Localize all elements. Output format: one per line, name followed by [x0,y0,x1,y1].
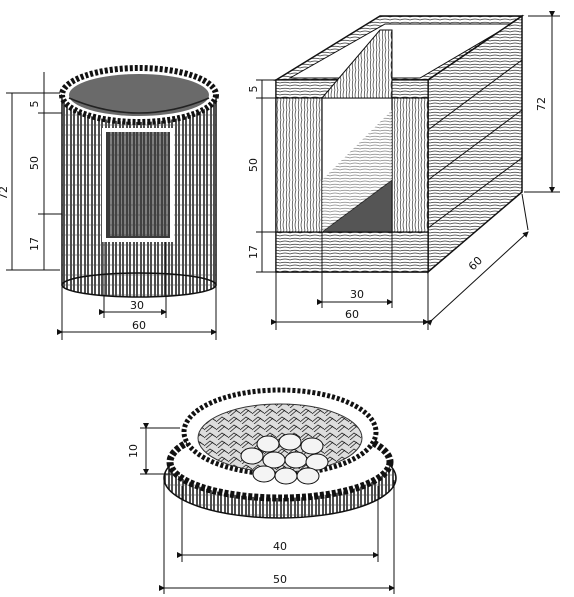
basket-opening-width-label: 30 [130,299,144,312]
box-middle-height-label: 50 [247,158,260,172]
basket-total-height-label: 72 [0,186,10,200]
wooden-box-drawing [273,14,525,274]
basket-width-label: 60 [132,319,146,332]
eggs [240,433,329,485]
nest-inner-diameter-label: 40 [273,540,287,553]
box-top-height-label: 5 [247,86,260,93]
wicker-basket-drawing [59,65,219,298]
box-total-height-label: 72 [535,97,548,111]
nest-outer-diameter-label: 50 [273,573,287,586]
box-depth-label: 60 [466,254,485,273]
basket-top-height-label: 5 [28,101,41,108]
nest-dimension-lines [140,423,395,594]
box-bottom-height-label: 17 [247,245,260,259]
nest-height-label: 10 [127,444,140,458]
basket-dimension-lines [6,72,217,340]
straw-nest-drawing [163,387,397,519]
box-dimension-lines [256,11,560,330]
basket-middle-height-label: 50 [28,156,41,170]
basket-bottom-height-label: 17 [28,237,41,251]
box-width-label: 60 [345,308,359,321]
box-opening-width-label: 30 [350,288,364,301]
